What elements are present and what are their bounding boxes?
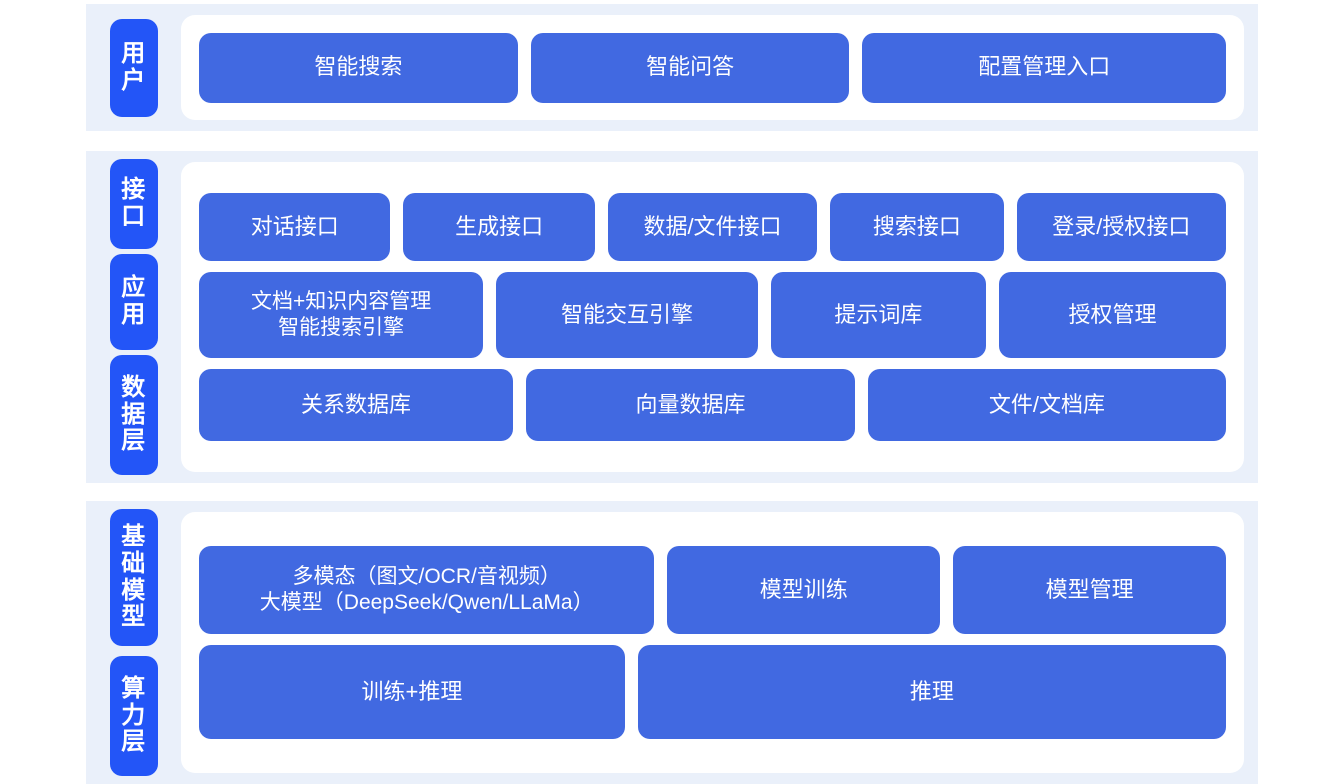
section-infrastructure: 基础模型 算力层 多模态（图文/OCR/音视频） 大模型（DeepSeek/Qw…: [86, 501, 1258, 784]
side-label-data-layer: 数据层: [109, 355, 158, 475]
card-search-interface[interactable]: 搜索接口: [830, 193, 1004, 261]
row-user-entries: 智能搜索 智能问答 配置管理入口: [199, 32, 1227, 103]
side-label-application: 应用: [109, 254, 158, 350]
card-config-management-entry[interactable]: 配置管理入口: [862, 32, 1227, 103]
side-label-user-text: 用户: [121, 39, 146, 94]
side-label-foundation-model-text: 基础模型: [121, 522, 146, 631]
label-column-infrastructure: 基础模型 算力层: [86, 501, 181, 784]
side-label-user: 用户: [109, 18, 158, 117]
card-vector-database[interactable]: 向量数据库: [526, 369, 855, 441]
card-authorization-management[interactable]: 授权管理: [999, 272, 1226, 358]
row-applications: 文档+知识内容管理 智能搜索引擎 智能交互引擎 提示词库 授权管理: [199, 272, 1226, 358]
panel-infrastructure: 多模态（图文/OCR/音视频） 大模型（DeepSeek/Qwen/LLaMa）…: [181, 512, 1244, 773]
section-platform: 接口 应用 数据层 对话接口 生成接口 数据/文件接口 搜索接口 登录/授权接口…: [86, 151, 1258, 483]
side-label-application-text: 应用: [121, 274, 146, 328]
panel-user: 智能搜索 智能问答 配置管理入口: [181, 15, 1244, 120]
label-column-platform: 接口 应用 数据层: [86, 151, 181, 483]
card-data-file-interface[interactable]: 数据/文件接口: [607, 193, 818, 261]
card-model-management[interactable]: 模型管理: [953, 546, 1227, 634]
card-file-document-store[interactable]: 文件/文档库: [867, 369, 1226, 441]
card-login-auth-interface[interactable]: 登录/授权接口: [1016, 193, 1226, 261]
card-inference[interactable]: 推理: [637, 645, 1226, 739]
card-intelligent-interaction-engine[interactable]: 智能交互引擎: [496, 272, 758, 358]
side-label-data-layer-text: 数据层: [121, 373, 146, 455]
side-label-interface-text: 接口: [121, 176, 146, 230]
card-multimodal-large-model[interactable]: 多模态（图文/OCR/音视频） 大模型（DeepSeek/Qwen/LLaMa）: [199, 546, 655, 634]
card-training-and-inference[interactable]: 训练+推理: [199, 645, 625, 739]
row-models: 多模态（图文/OCR/音视频） 大模型（DeepSeek/Qwen/LLaMa）…: [199, 546, 1227, 634]
card-document-knowledge-management[interactable]: 文档+知识内容管理 智能搜索引擎: [199, 272, 484, 358]
panel-platform: 对话接口 生成接口 数据/文件接口 搜索接口 登录/授权接口 文档+知识内容管理…: [181, 162, 1244, 472]
card-smart-search[interactable]: 智能搜索: [199, 32, 518, 103]
card-prompt-library[interactable]: 提示词库: [770, 272, 987, 358]
card-model-training[interactable]: 模型训练: [667, 546, 941, 634]
row-compute: 训练+推理 推理: [199, 645, 1226, 739]
side-label-compute-layer-text: 算力层: [121, 674, 146, 756]
card-relational-database[interactable]: 关系数据库: [199, 369, 514, 441]
card-smart-qa[interactable]: 智能问答: [530, 32, 850, 103]
row-data-stores: 关系数据库 向量数据库 文件/文档库: [199, 369, 1226, 441]
label-column-user: 用户: [86, 4, 181, 131]
side-label-interface: 接口: [109, 159, 158, 249]
row-interfaces: 对话接口 生成接口 数据/文件接口 搜索接口 登录/授权接口: [199, 193, 1226, 261]
side-label-compute-layer: 算力层: [109, 656, 158, 776]
card-generation-interface[interactable]: 生成接口: [403, 193, 595, 261]
side-label-foundation-model: 基础模型: [109, 509, 158, 646]
card-dialog-interface[interactable]: 对话接口: [199, 193, 391, 261]
section-user: 用户 智能搜索 智能问答 配置管理入口: [86, 4, 1258, 131]
